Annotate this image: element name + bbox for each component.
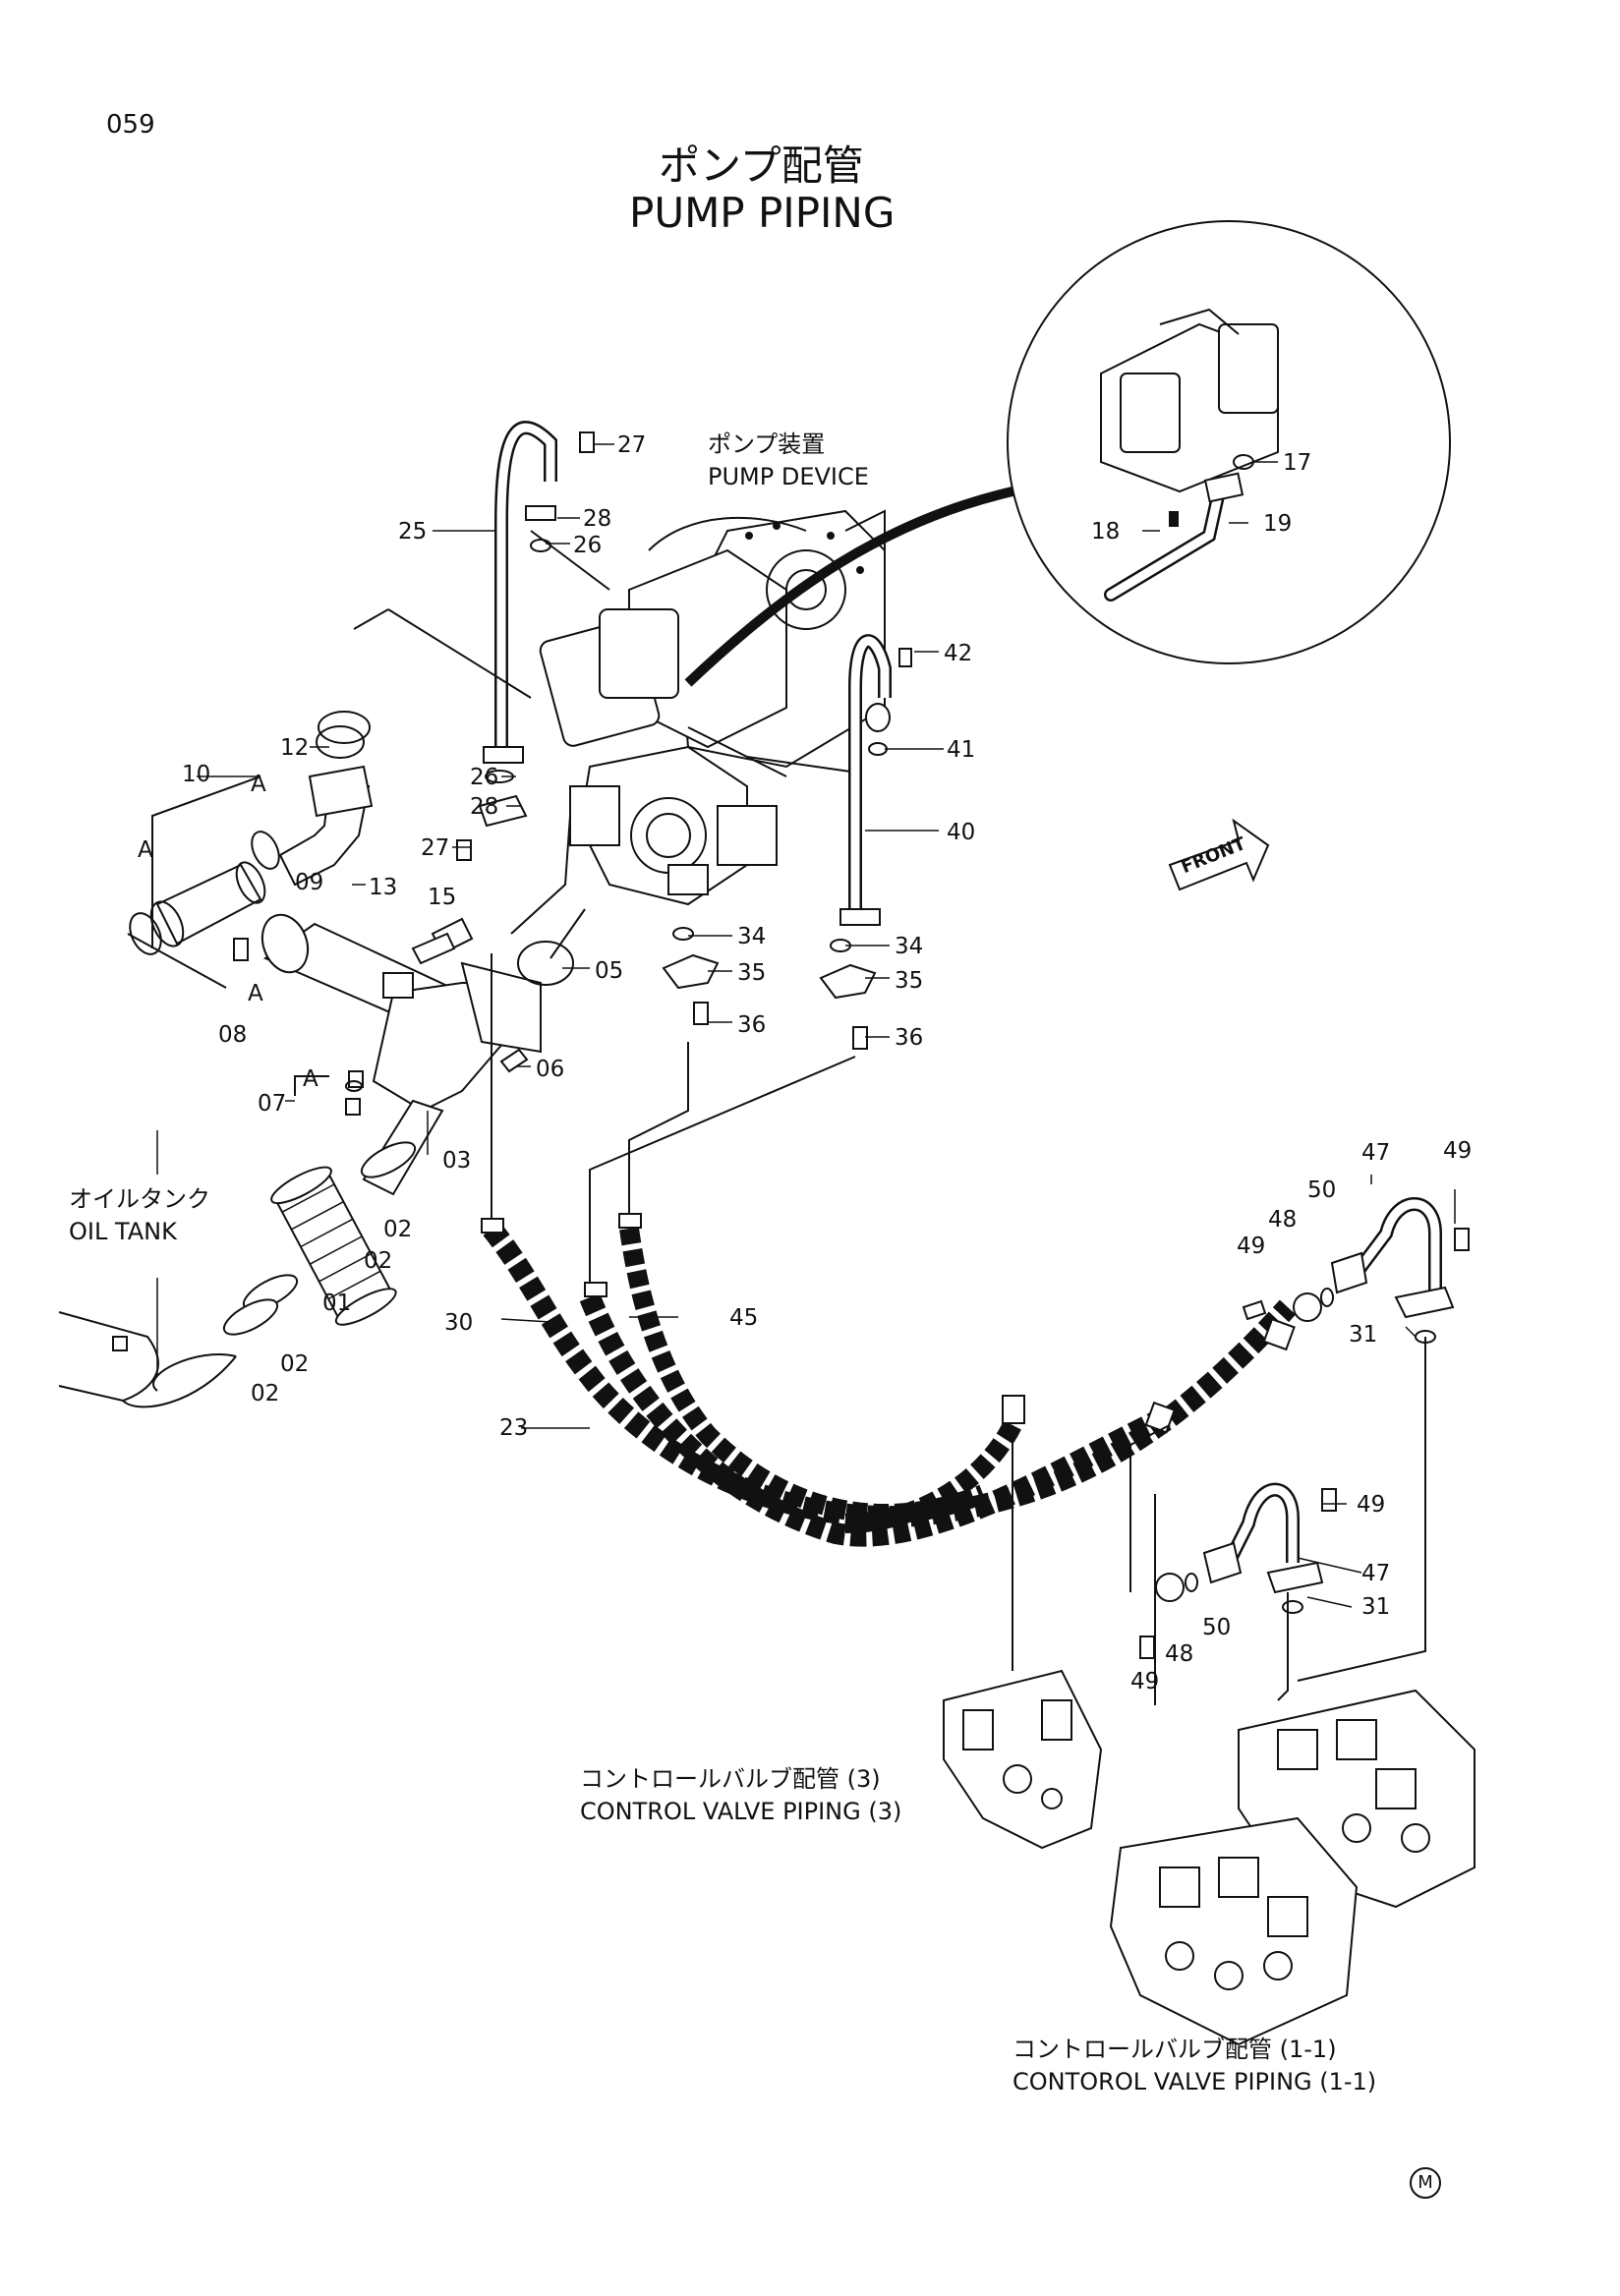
part-number: 36 (737, 1012, 767, 1038)
part-number: 19 (1263, 511, 1293, 537)
m-mark-letter: M (1418, 2172, 1433, 2193)
part-number: 07 (258, 1091, 287, 1117)
part-number: 08 (218, 1022, 248, 1048)
part-number: 06 (536, 1057, 565, 1082)
pipe-25 (456, 421, 595, 861)
part-number: 47 (1361, 1561, 1391, 1586)
oil-tank-label-jp: オイルタンク (69, 1185, 210, 1213)
part-number: 26 (470, 765, 499, 790)
part-number: 02 (364, 1248, 393, 1274)
control-valve-1-1-label-en: CONTOROL VALVE PIPING (1-1) (1012, 2068, 1377, 2095)
part-number: 48 (1268, 1207, 1298, 1233)
part-number: 31 (1361, 1594, 1391, 1620)
control-valve-3 (943, 1669, 1103, 1850)
part-number: 30 (444, 1310, 474, 1336)
part-number: 28 (583, 506, 612, 532)
ref-letter-a: A (138, 837, 153, 863)
part-number: 05 (595, 958, 624, 984)
part-number: 35 (895, 968, 924, 994)
detail-circle (1007, 220, 1451, 664)
part-number: 36 (895, 1025, 924, 1051)
part-number: 40 (947, 820, 976, 845)
part-number: 49 (1357, 1492, 1386, 1518)
part-number: 47 (1361, 1140, 1391, 1166)
part-number: 02 (251, 1381, 280, 1406)
part-number: 02 (280, 1351, 310, 1377)
page-title: PUMP PIPING (629, 189, 896, 237)
control-valve-1-1-label-jp: コントロールバルブ配管 (1-1) (1012, 2036, 1337, 2063)
pipes-47 (1139, 1197, 1470, 1659)
part-number: 25 (398, 519, 428, 545)
control-valve-3-label-en: CONTROL VALVE PIPING (3) (580, 1798, 902, 1825)
part-number: 49 (1237, 1234, 1266, 1259)
part-number: 18 (1091, 519, 1121, 545)
ref-letter-a: A (251, 772, 266, 797)
part-number: 50 (1202, 1615, 1232, 1640)
part-number: 48 (1165, 1641, 1194, 1667)
ref-letter-a: A (248, 981, 263, 1006)
part-number: 35 (737, 960, 767, 986)
part-number: 34 (737, 924, 767, 949)
control-valve-1-1 (1109, 1689, 1475, 2046)
pump-device-label-en: PUMP DEVICE (708, 463, 869, 490)
pump-device-label-jp: ポンプ装置 (708, 430, 826, 458)
control-valve-3-label-jp: コントロールバルブ配管 (3) (580, 1765, 881, 1793)
oil-tank-label-en: OIL TANK (69, 1218, 177, 1245)
part-number: 27 (617, 432, 647, 458)
part-number: 03 (442, 1148, 472, 1174)
part-number: 42 (944, 641, 973, 666)
page-number: 059 (106, 110, 155, 140)
part-number: 13 (369, 875, 398, 900)
part-number: 41 (947, 737, 976, 763)
title-japanese: ポンプ配管 (659, 142, 864, 190)
part-number: 17 (1283, 450, 1312, 476)
part-number: 01 (322, 1291, 352, 1316)
part-number: 31 (1349, 1322, 1378, 1348)
part-number: 34 (895, 934, 924, 959)
m-mark: M (1410, 2167, 1441, 2199)
part-number: 49 (1130, 1669, 1160, 1694)
leader-lines (197, 443, 1456, 1608)
part-number: 26 (573, 533, 603, 558)
front-arrow (1168, 818, 1270, 891)
part-number: 50 (1307, 1177, 1337, 1203)
part-number: 02 (383, 1217, 413, 1242)
part-number: 15 (428, 885, 457, 910)
suction-assembly (58, 608, 586, 1408)
part-number: 23 (499, 1415, 529, 1441)
hoses (481, 953, 1426, 1705)
part-number: 49 (1443, 1138, 1473, 1164)
part-number: 12 (280, 735, 310, 761)
part-number: 28 (470, 794, 499, 820)
part-number: 10 (182, 762, 211, 787)
part-number: 09 (295, 870, 324, 895)
pump-device-drawing (530, 487, 1014, 906)
part-number: 45 (729, 1305, 759, 1331)
flange-parts (662, 927, 877, 1050)
pipe-40 (839, 634, 912, 926)
part-number: 27 (421, 835, 450, 861)
ref-letter-a: A (303, 1066, 318, 1092)
